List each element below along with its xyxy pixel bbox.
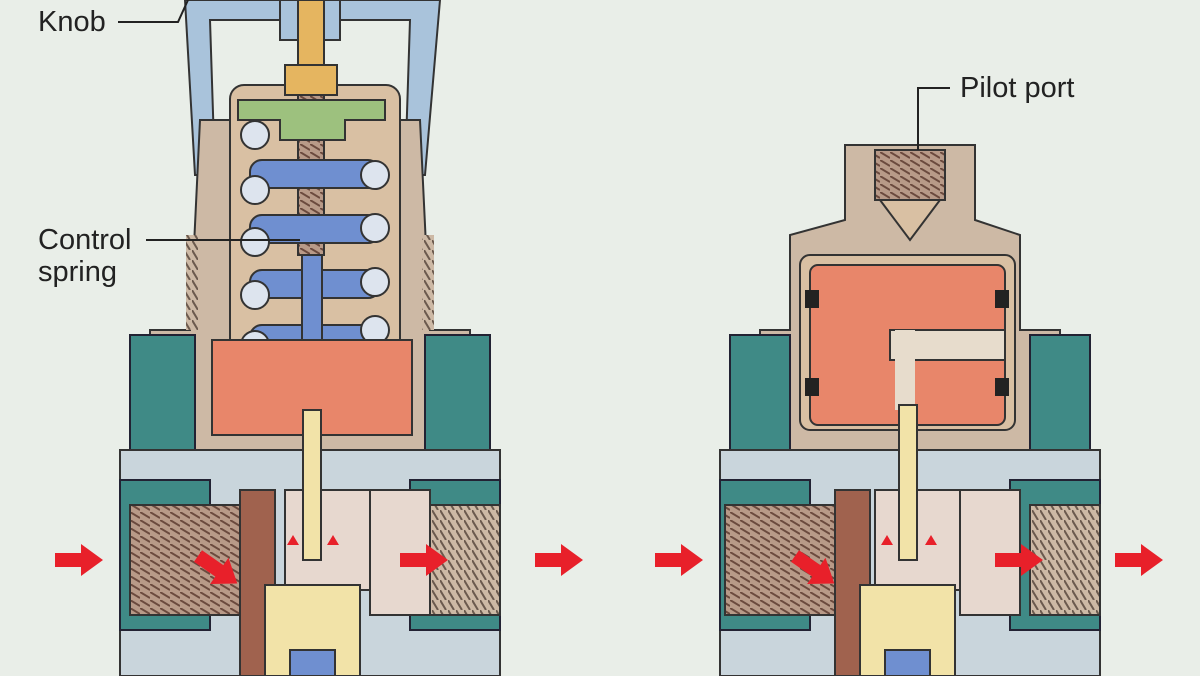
pressure-regulator-right bbox=[655, 144, 1163, 676]
pressure-regulator-left bbox=[55, 0, 583, 676]
pilot-port-thread bbox=[874, 149, 946, 201]
control-spring-label-line2: spring bbox=[38, 256, 117, 288]
pilot-port-leader-line bbox=[917, 87, 950, 150]
knob-label: Knob bbox=[38, 6, 106, 38]
knob-leader-line bbox=[118, 0, 189, 23]
pilot-port-label: Pilot port bbox=[960, 72, 1075, 104]
valve-stem bbox=[302, 409, 322, 561]
control-spring-label-line1: Control bbox=[38, 224, 132, 256]
outlet-flow-arrow bbox=[535, 544, 583, 576]
inlet-flow-arrow bbox=[55, 544, 103, 576]
